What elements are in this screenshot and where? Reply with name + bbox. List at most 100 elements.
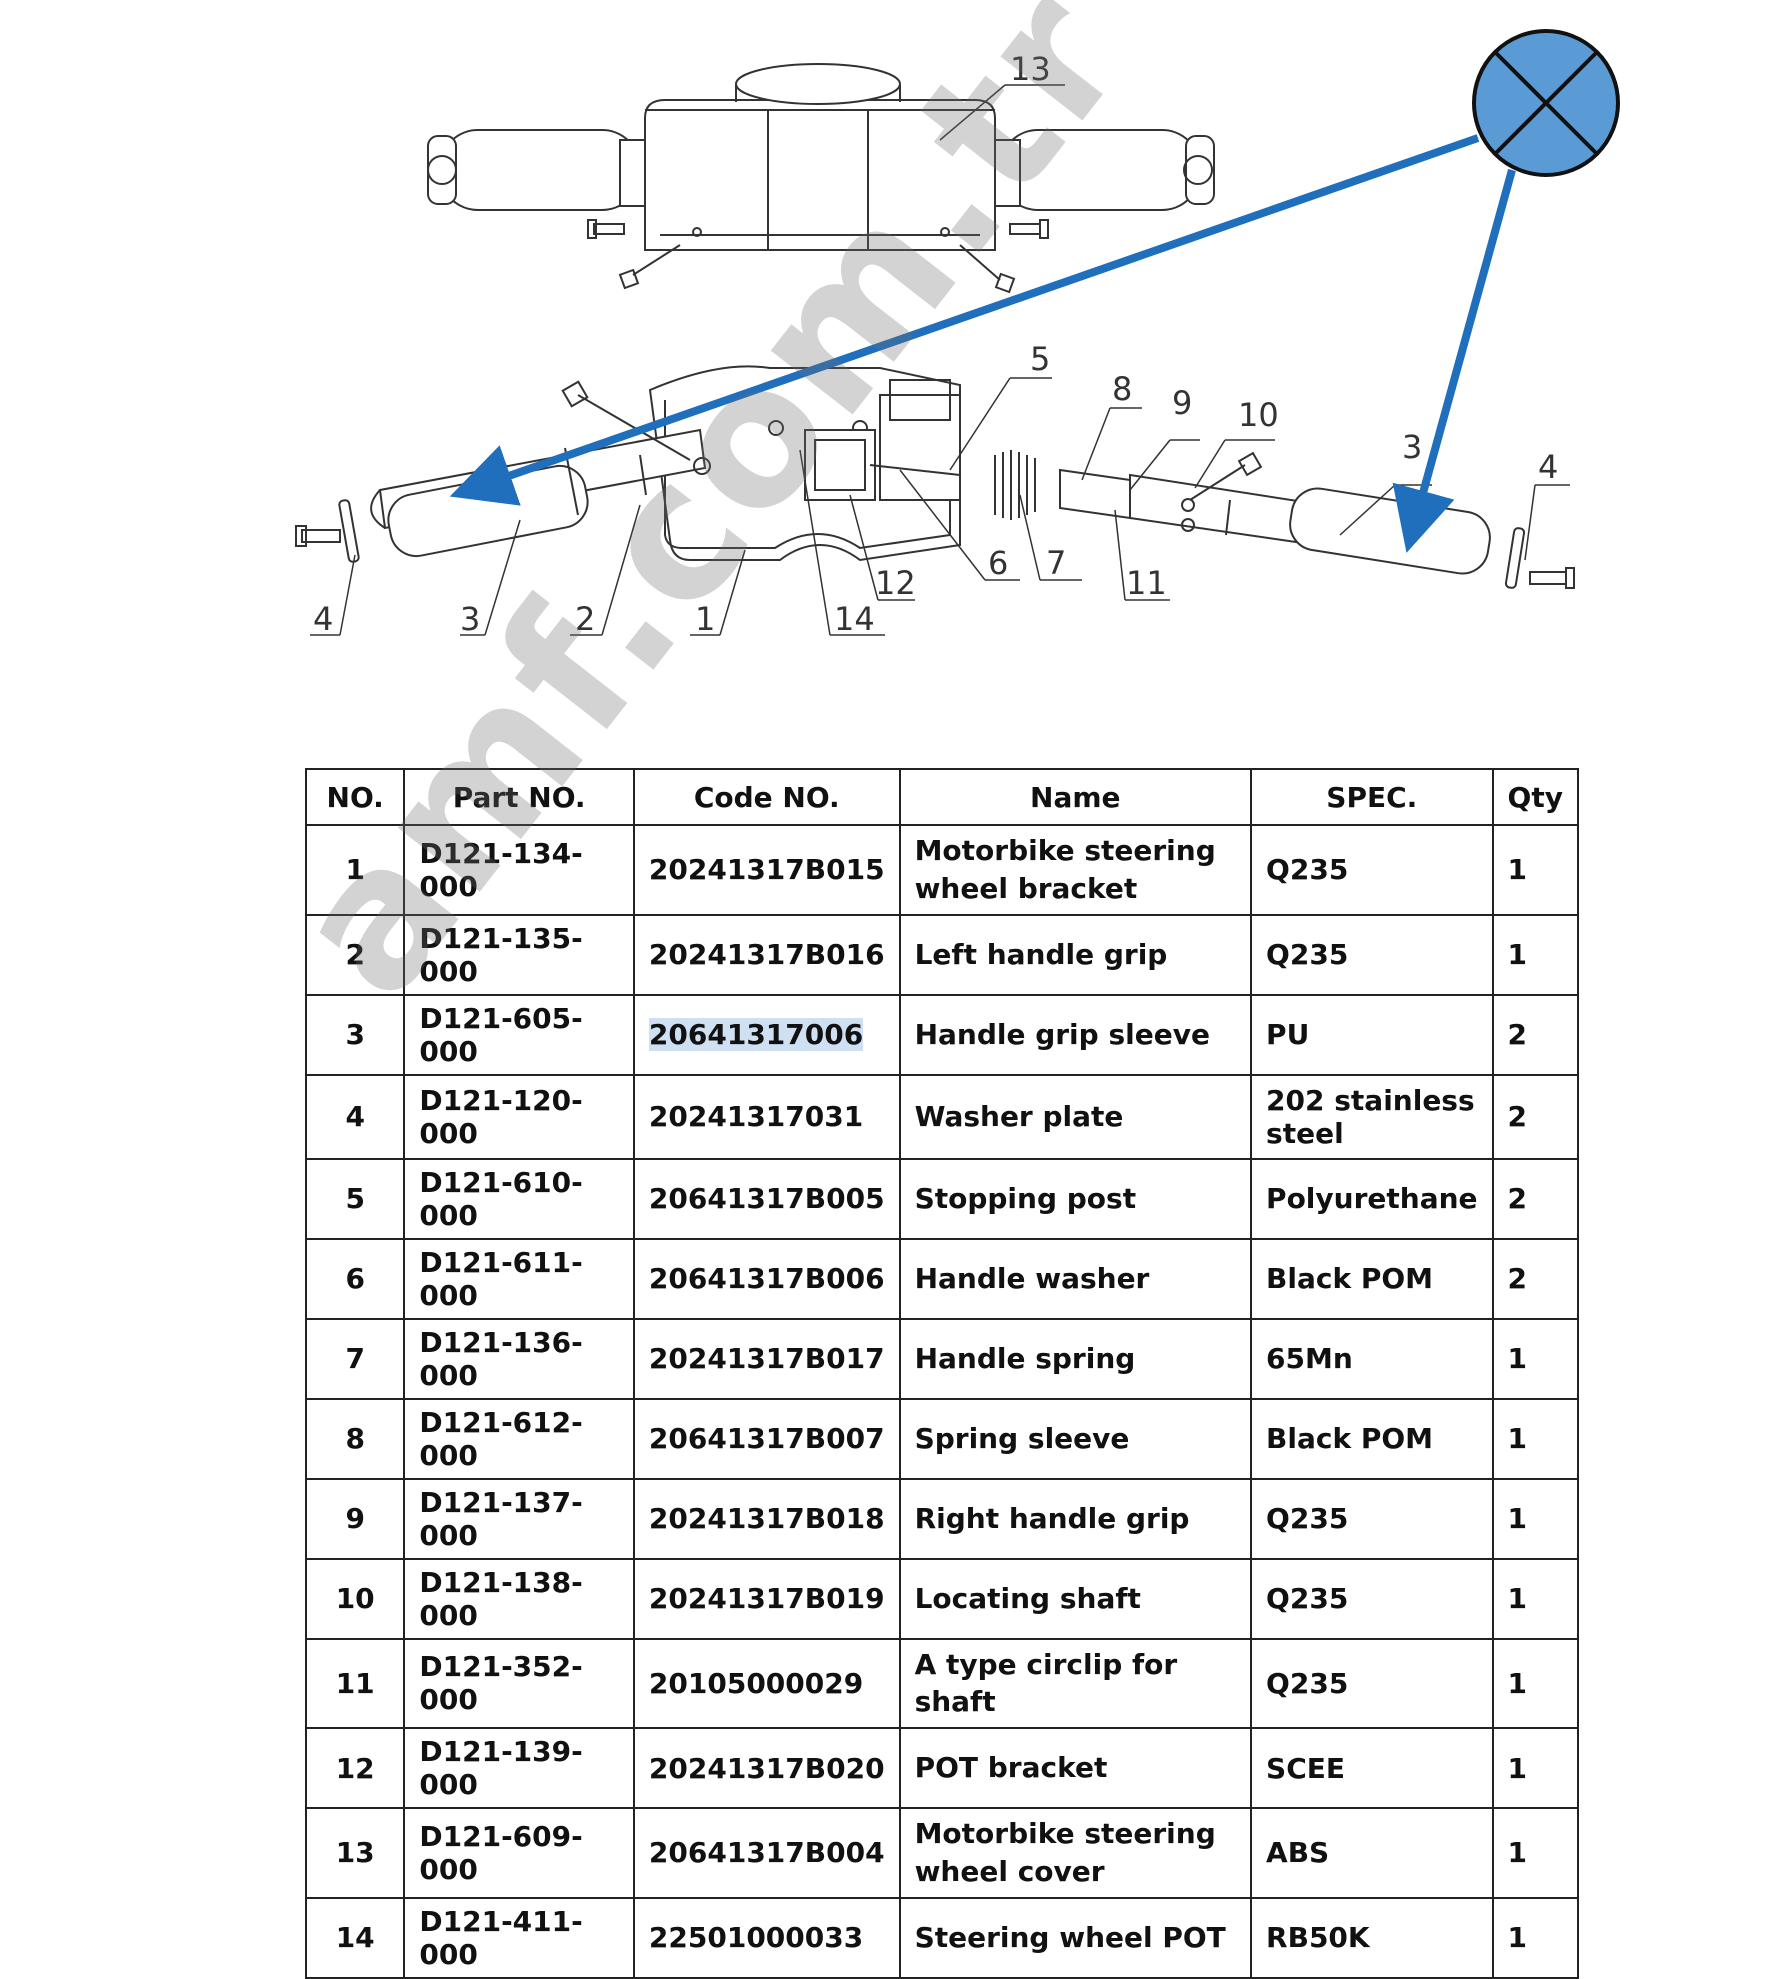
cell-no: 14 <box>304 1896 406 1979</box>
callout-3-right: 3 <box>1402 428 1422 466</box>
cell-name: Handle washer <box>898 1237 1253 1320</box>
cell-name: Handle grip sleeve <box>898 993 1253 1076</box>
col-header-no: NO. <box>304 768 406 826</box>
col-header-spec: SPEC. <box>1250 768 1494 826</box>
cell-part-no: D121-411-000 <box>403 1896 635 1979</box>
cell-spec: Black POM <box>1250 1237 1494 1320</box>
cell-code-no: 20241317B017 <box>632 1317 901 1400</box>
cell-spec: Q235 <box>1250 824 1494 916</box>
cell-part-no: D121-610-000 <box>403 1157 635 1240</box>
callout-1: 1 <box>695 600 715 638</box>
callout-3-left: 3 <box>460 600 480 638</box>
cell-code-no: 20241317031 <box>632 1073 901 1160</box>
cell-qty: 1 <box>1491 1637 1580 1730</box>
cell-code-no: 20641317B005 <box>632 1157 901 1240</box>
blue-circle-x-icon <box>1472 29 1620 177</box>
cell-part-no: D121-609-000 <box>403 1807 635 1899</box>
cell-spec: RB50K <box>1250 1896 1494 1979</box>
cell-name: Handle spring <box>898 1317 1253 1400</box>
cell-part-no: D121-135-000 <box>403 913 635 996</box>
cell-code-no: 20241317B015 <box>632 824 901 916</box>
cell-part-no: D121-120-000 <box>403 1073 635 1160</box>
exploded-view: 5 8 9 10 3 4 6 7 11 12 14 1 2 3 4 <box>295 340 1575 638</box>
callout-14: 14 <box>834 600 875 638</box>
callout-12: 12 <box>875 564 916 602</box>
cell-name: POT bracket <box>898 1727 1253 1810</box>
cell-code-no: 22501000033 <box>632 1896 901 1979</box>
callout-10: 10 <box>1238 396 1279 434</box>
callout-5: 5 <box>1030 340 1050 378</box>
callout-4-right: 4 <box>1538 448 1558 486</box>
callout-9: 9 <box>1172 384 1192 422</box>
cell-qty: 1 <box>1491 913 1580 996</box>
col-header-name: Name <box>898 768 1253 826</box>
cell-spec: SCEE <box>1250 1727 1494 1810</box>
cell-qty: 1 <box>1491 1727 1580 1810</box>
cell-no: 7 <box>304 1317 406 1400</box>
callout-8: 8 <box>1112 370 1132 408</box>
cell-no: 4 <box>304 1073 406 1160</box>
cell-spec: Black POM <box>1250 1397 1494 1480</box>
cell-name: Steering wheel POT <box>898 1896 1253 1979</box>
cell-part-no: D121-134-000 <box>403 824 635 916</box>
cell-spec: Q235 <box>1250 1557 1494 1640</box>
cell-code-no: 20641317B004 <box>632 1807 901 1899</box>
cell-spec: 65Mn <box>1250 1317 1494 1400</box>
cell-qty: 1 <box>1491 1557 1580 1640</box>
col-header-part-no: Part NO. <box>403 768 635 826</box>
cell-name: A type circlip for shaft <box>898 1637 1253 1730</box>
cell-part-no: D121-352-000 <box>403 1637 635 1730</box>
cell-part-no: D121-136-000 <box>403 1317 635 1400</box>
cell-spec: Polyurethane <box>1250 1157 1494 1240</box>
cell-name: Left handle grip <box>898 913 1253 996</box>
cell-part-no: D121-612-000 <box>403 1397 635 1480</box>
cell-code-no: 20641317006 <box>632 993 901 1076</box>
cell-spec: PU <box>1250 993 1494 1076</box>
cell-qty: 1 <box>1491 1477 1580 1560</box>
cell-no: 3 <box>304 993 406 1076</box>
cell-no: 13 <box>304 1807 406 1899</box>
cell-qty: 1 <box>1491 1807 1580 1899</box>
cell-spec: Q235 <box>1250 913 1494 996</box>
cell-no: 8 <box>304 1397 406 1480</box>
cell-qty: 2 <box>1491 1237 1580 1320</box>
cell-no: 11 <box>304 1637 406 1730</box>
cell-no: 2 <box>304 913 406 996</box>
cell-name: Locating shaft <box>898 1557 1253 1640</box>
col-header-code-no: Code NO. <box>632 768 901 826</box>
callout-11: 11 <box>1126 564 1167 602</box>
callout-2: 2 <box>575 600 595 638</box>
col-header-qty: Qty <box>1491 768 1580 826</box>
cell-no: 6 <box>304 1237 406 1320</box>
cell-code-no: 20241317B018 <box>632 1477 901 1560</box>
cell-part-no: D121-139-000 <box>403 1727 635 1810</box>
cell-qty: 2 <box>1491 1157 1580 1240</box>
callout-6: 6 <box>988 544 1008 582</box>
cell-no: 12 <box>304 1727 406 1810</box>
cell-part-no: D121-611-000 <box>403 1237 635 1320</box>
cell-qty: 1 <box>1491 824 1580 916</box>
cell-name: Spring sleeve <box>898 1397 1253 1480</box>
callout-4-left: 4 <box>313 600 333 638</box>
cell-code-no: 20241317B020 <box>632 1727 901 1810</box>
cell-part-no: D121-137-000 <box>403 1477 635 1560</box>
cell-qty: 1 <box>1491 1896 1580 1979</box>
table-header-row: NO. Part NO. Code NO. Name SPEC. Qty <box>304 768 1580 826</box>
cell-name: Right handle grip <box>898 1477 1253 1560</box>
cell-spec: ABS <box>1250 1807 1494 1899</box>
cell-name: Washer plate <box>898 1073 1253 1160</box>
cell-code-no: 20641317B006 <box>632 1237 901 1320</box>
